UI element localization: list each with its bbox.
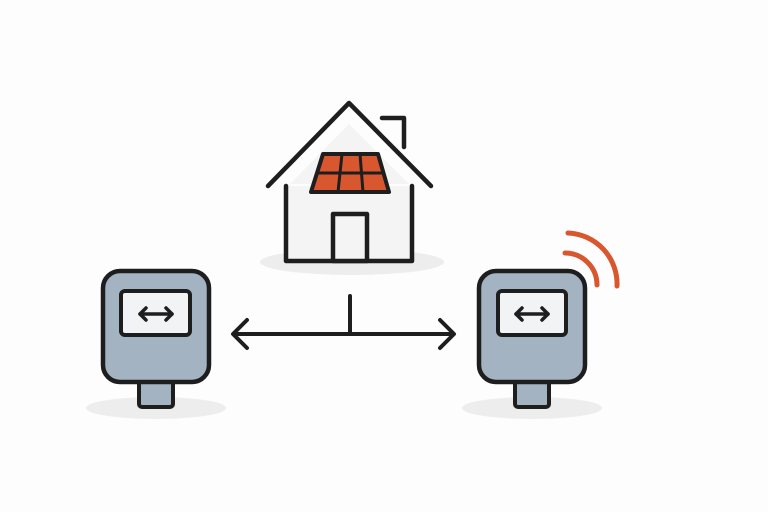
wireless-arc-inner xyxy=(562,250,600,288)
left-meter xyxy=(100,268,212,409)
wireless-signal-icon xyxy=(562,230,620,289)
connector-arrowhead-left xyxy=(231,318,249,350)
solar-panel-icon xyxy=(309,152,391,194)
house-chimney xyxy=(379,115,407,150)
double-arrow-icon xyxy=(514,306,550,322)
double-arrow-icon xyxy=(138,306,174,322)
house-roof xyxy=(265,100,434,189)
wireless-arc-outer xyxy=(565,230,620,289)
connector-arrowhead-right xyxy=(438,318,456,350)
house-door xyxy=(330,211,370,264)
bidirectional-arrow-icon xyxy=(231,294,456,350)
right-meter xyxy=(476,268,588,409)
